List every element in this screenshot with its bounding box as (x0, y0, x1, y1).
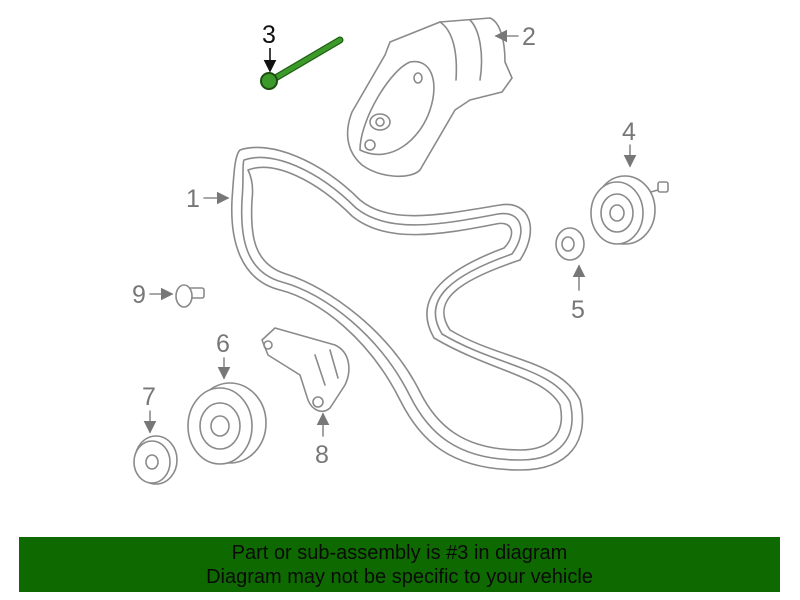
banner-line-disclaimer: Diagram may not be specific to your vehi… (206, 566, 593, 588)
callout-label-9: 9 (132, 281, 146, 309)
callout-8: 8 (315, 412, 330, 469)
banner-line-part: Part or sub-assembly is #3 in diagram (231, 542, 568, 564)
callout-5: 5 (571, 264, 586, 324)
idler-pulley-upper[interactable] (590, 175, 669, 245)
callout-3: 3 (262, 21, 277, 73)
drive-belt[interactable] (230, 146, 584, 471)
idler-pulley-lower[interactable] (187, 382, 267, 465)
callout-label-4: 4 (622, 118, 636, 146)
callout-1: 1 (186, 185, 230, 213)
callout-label-6: 6 (216, 330, 230, 358)
pulley-cap[interactable] (133, 435, 178, 485)
callout-9: 9 (132, 281, 174, 309)
tensioner-bolt-highlighted[interactable] (260, 36, 344, 90)
pulley-washer[interactable] (555, 227, 585, 261)
callout-label-2: 2 (522, 23, 536, 51)
callout-4: 4 (622, 118, 637, 168)
belt-tensioner[interactable] (346, 17, 513, 178)
callout-2: 2 (494, 23, 536, 51)
bracket-bolt[interactable] (175, 284, 205, 308)
callout-label-1: 1 (186, 185, 200, 213)
pulley-bracket[interactable] (261, 327, 350, 412)
callout-label-3: 3 (262, 21, 276, 49)
callout-label-7: 7 (142, 383, 156, 411)
callout-label-8: 8 (315, 441, 329, 469)
callout-7: 7 (142, 383, 157, 434)
callout-label-5: 5 (571, 296, 585, 324)
part-info-banner: Part or sub-assembly is #3 in diagram Di… (19, 537, 780, 592)
callout-6: 6 (216, 330, 231, 380)
